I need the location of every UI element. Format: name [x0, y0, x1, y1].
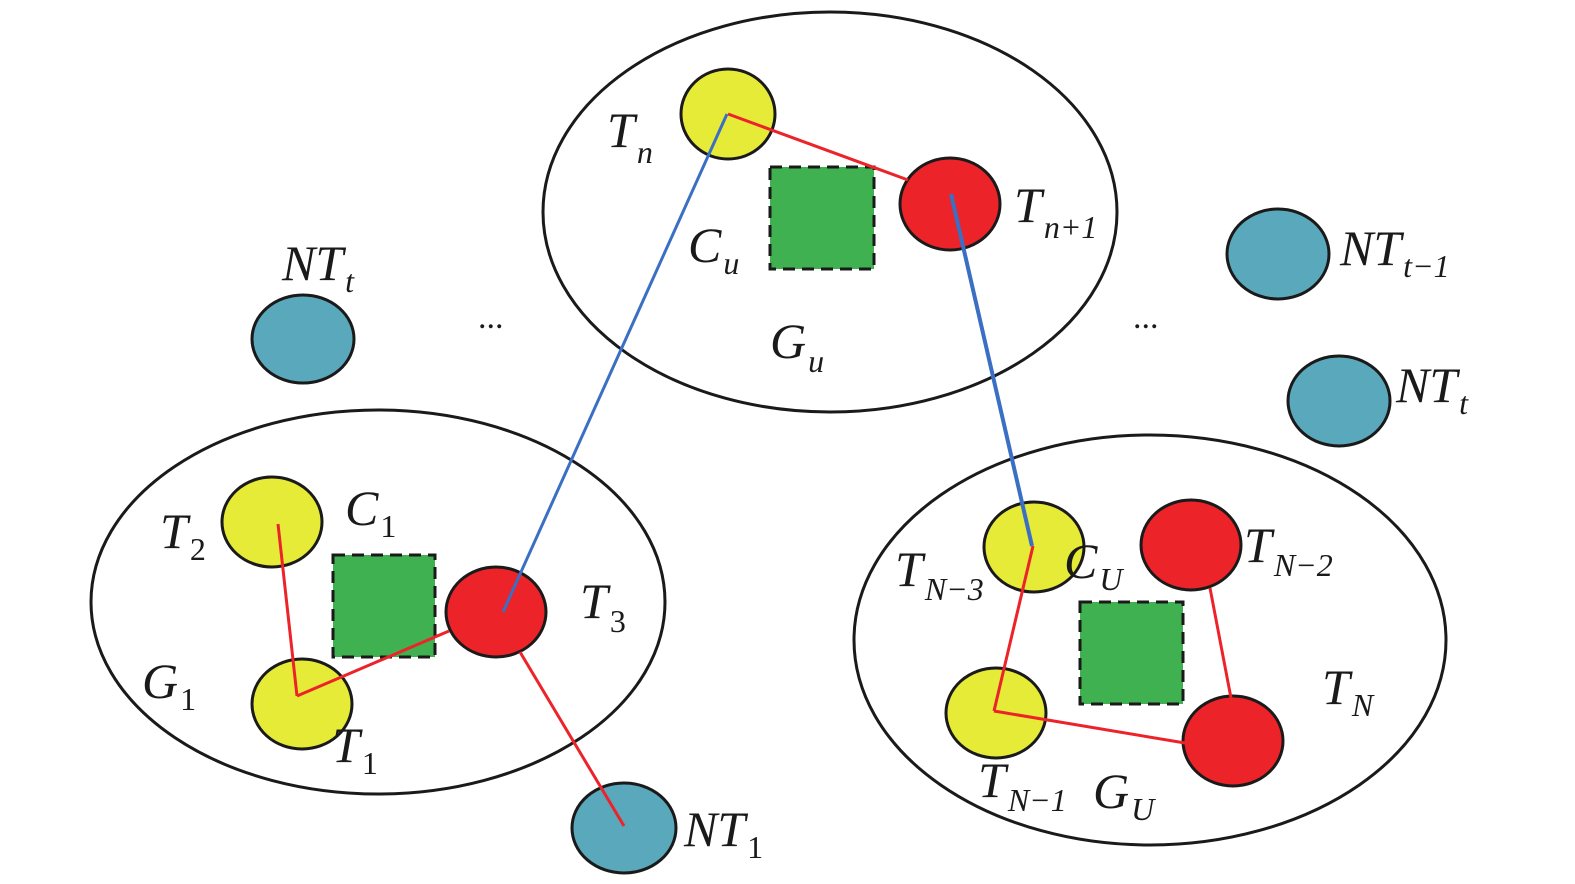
edge-tn-t3-inter	[501, 113, 729, 613]
label-t1: T1	[332, 717, 378, 781]
label-t3: T3	[580, 573, 626, 639]
node-tN	[1181, 694, 1285, 788]
cluster-head-cu	[768, 165, 876, 271]
node-nt-1	[570, 781, 678, 875]
label-t2: T2	[160, 503, 206, 567]
cluster-head-c1	[331, 553, 437, 659]
label-tn-2: TN−2	[1244, 517, 1333, 583]
label-c1: C1	[345, 480, 396, 544]
edge-t2-t1	[276, 523, 299, 697]
node-nt-t-left	[250, 293, 356, 385]
group-ellipse-g1	[89, 408, 667, 796]
edge-t1-t3	[296, 629, 450, 698]
node-nt-t-1	[1225, 207, 1331, 301]
label-tn-3: TN−3	[895, 541, 984, 607]
node-t1	[250, 657, 354, 751]
edge-tn1-tn3-inter	[949, 193, 1034, 547]
label-gu: Gu	[770, 313, 824, 379]
label-nt-1: NT1	[683, 801, 763, 865]
node-tn1	[898, 156, 1002, 252]
node-t3	[444, 565, 548, 659]
node-tn-2	[1139, 498, 1243, 592]
node-tn-1	[944, 666, 1048, 760]
ellipsis-left: ...	[478, 299, 504, 336]
node-nt-t-right	[1286, 354, 1392, 448]
edge-t3-nt1	[518, 651, 626, 827]
label-tn1: Tn+1	[1014, 177, 1097, 245]
group-ellipse-gu	[541, 10, 1119, 414]
label-gU: GU	[1093, 763, 1156, 827]
node-t2	[220, 475, 324, 569]
edge-tn-tn1	[727, 112, 909, 182]
label-nt-t-1: NTt−1	[1339, 220, 1450, 284]
ellipsis-right: ...	[1133, 299, 1159, 336]
group-ellipse-gU	[852, 433, 1448, 847]
label-tN: TN	[1322, 659, 1375, 723]
label-nt-t-left: NTt	[281, 235, 355, 299]
edge-tn1-tN	[993, 709, 1186, 745]
label-cu: Cu	[688, 217, 739, 281]
label-cU: CU	[1064, 533, 1124, 597]
label-g1: G1	[142, 653, 196, 717]
label-nt-t-right: NTt	[1395, 357, 1469, 421]
label-tn-1: TN−1	[978, 752, 1067, 818]
edge-tn2-tN	[1208, 587, 1233, 699]
cluster-head-cU	[1078, 600, 1185, 706]
label-tn: Tn	[607, 102, 653, 170]
edge-tn3-tn1	[992, 545, 1035, 712]
